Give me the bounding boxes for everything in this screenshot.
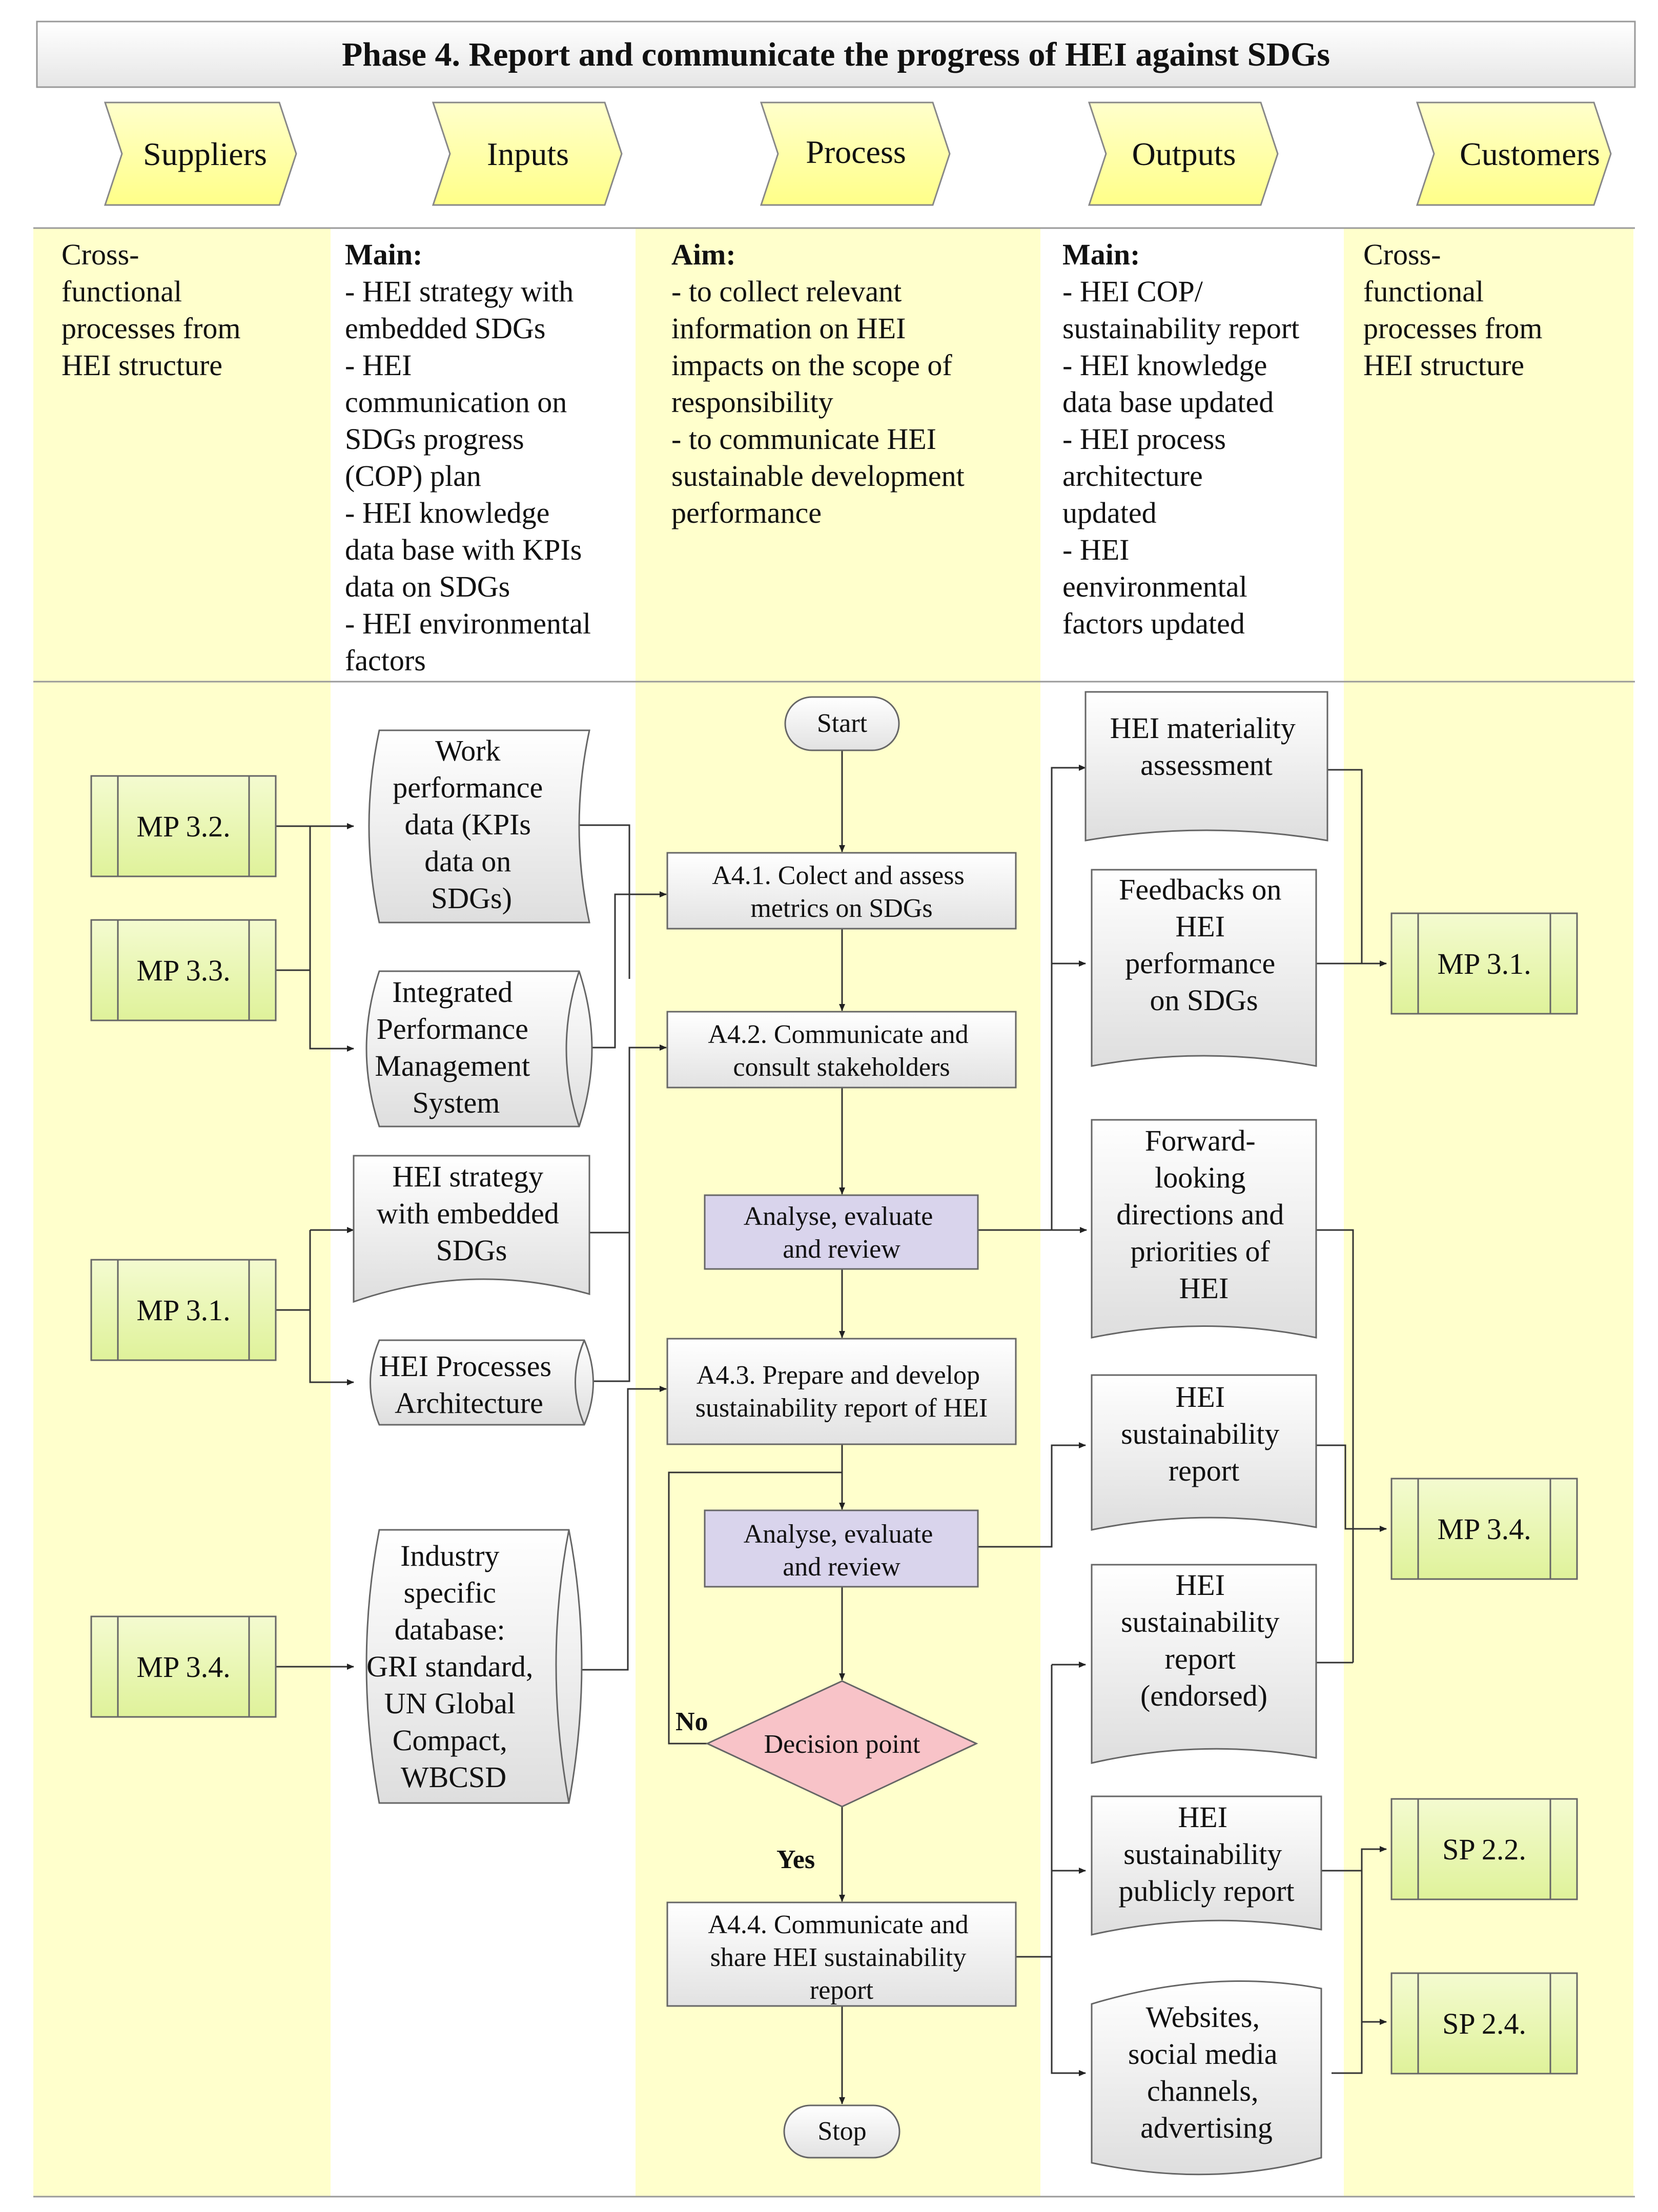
header-customers: Customers [1416,101,1612,206]
customer-mp-3-1-label: MP 3.1. [1437,947,1531,980]
supplier-mp-3-4-label: MP 3.4. [136,1650,230,1684]
supplier-mp-3-3: MP 3.3. [90,919,277,1021]
customer-sp-2-2-label: SP 2.2. [1442,1833,1526,1866]
input-work-performance: Work performance data (KPIs data on SDGs… [368,729,590,924]
svg-text:HEI Processes Architectu: HEI Processes Architecture [379,1349,559,1420]
svg-text:Analyse, evaluate and re: Analyse, evaluate and review [744,1202,940,1264]
header-inputs-label: Inputs [487,136,569,172]
step-a4-3: A4.3. Prepare and develop sustainability… [666,1338,1017,1445]
output-materiality: HEI materiality assessment [1084,691,1328,842]
svg-text:Feedbacks on HEI p: Feedbacks on HEI performance on SDGs [1119,873,1289,1017]
supplier-mp-3-2-label: MP 3.2. [136,810,230,843]
header-process: Process [760,101,951,206]
stop-terminal: Stop [783,2104,900,2159]
page-title: Phase 4. Report and communicate the prog… [342,36,1330,73]
customer-mp-3-1: MP 3.1. [1390,912,1578,1015]
output-websites: Websites, social media channels, adverti… [1091,1980,1322,2176]
svg-text:Start: Start [817,709,868,738]
inputs-description: Main: - HEI strategy with embedded SDGs … [345,238,598,677]
svg-text:Integrated Performance: Integrated Performance Management System [375,975,537,1119]
output-feedbacks: Feedbacks on HEI performance on SDGs [1091,869,1317,1067]
connectors [276,751,1387,2104]
suppliers-description: Cross- functional processes from HEI str… [62,238,248,382]
customer-mp-3-4-label: MP 3.4. [1437,1512,1531,1546]
svg-text:HEI sustainability: HEI sustainability report (endorsed) [1121,1568,1287,1712]
header-outputs-label: Outputs [1132,136,1236,172]
outputs-description: Main: - HEI COP/ sustainability report -… [1062,238,1307,640]
input-hei-processes: HEI Processes Architecture [370,1339,594,1426]
svg-text:Industry specific: Industry specific database: GRI standard… [366,1539,541,1794]
svg-text:Forward- looking d: Forward- looking directions and prioriti… [1116,1124,1291,1305]
start-terminal: Start [784,696,900,751]
svg-text:A4.3. Prepare and develop: A4.3. Prepare and develop sustainability… [695,1361,988,1423]
header-process-label: Process [806,134,906,170]
header-outputs: Outputs [1088,101,1279,206]
svg-text:HEI materiality assessme: HEI materiality assessment [1110,711,1303,782]
svg-text:Stop: Stop [817,2117,866,2146]
svg-text:HEI strategy with embedd: HEI strategy with embedded SDGs [377,1160,566,1267]
review-step-2: Analyse, evaluate and review [704,1509,979,1588]
supplier-mp-3-3-label: MP 3.3. [136,954,230,987]
svg-text:HEI sustainability: HEI sustainability publicly report [1118,1800,1294,1908]
input-ipms: Integrated Performance Management System [365,970,593,1128]
customers-description: Cross- functional processes from HEI str… [1363,238,1550,382]
process-description: Aim: - to collect relevant information o… [671,238,972,529]
supplier-mp-3-4: MP 3.4. [90,1615,277,1718]
header-suppliers: Suppliers [104,101,297,206]
output-publicly-report: HEI sustainability publicly report [1091,1795,1322,1936]
svg-text:A4.2. Communicate and co: A4.2. Communicate and consult stakeholde… [708,1020,975,1082]
output-forward-looking: Forward- looking directions and prioriti… [1091,1119,1317,1339]
input-industry-database: Industry specific database: GRI standard… [365,1529,583,1804]
step-a4-4: A4.4. Communicate and share HEI sustaina… [666,1901,1017,2007]
header-customers-label: Customers [1460,136,1600,172]
output-sustainability-report: HEI sustainability report [1091,1374,1317,1531]
yes-label: Yes [776,1845,815,1874]
customers-lane [1344,228,1633,2196]
no-label: No [676,1707,708,1736]
customer-sp-2-4: SP 2.4. [1390,1972,1578,2075]
output-report-endorsed: HEI sustainability report (endorsed) [1091,1564,1317,1764]
svg-text:A4.1. Colect and assess: A4.1. Colect and assess metrics on SDGs [712,861,971,923]
customer-sp-2-2: SP 2.2. [1390,1798,1578,1900]
supplier-mp-3-1-label: MP 3.1. [136,1294,230,1327]
review-step-1: Analyse, evaluate and review [704,1194,979,1270]
suppliers-lane [33,228,331,2196]
title-bar [36,21,1636,88]
input-hei-strategy: HEI strategy with embedded SDGs [353,1155,590,1303]
svg-text:Analyse, evaluate and re: Analyse, evaluate and review [744,1520,940,1582]
customer-sp-2-4-label: SP 2.4. [1442,2007,1526,2040]
header-suppliers-label: Suppliers [143,136,267,172]
supplier-mp-3-1: MP 3.1. [90,1259,277,1361]
step-a4-1: A4.1. Colect and assess metrics on SDGs [666,852,1017,930]
customer-mp-3-4: MP 3.4. [1390,1478,1578,1580]
svg-text:Websites, social media: Websites, social media channels, adverti… [1128,2000,1285,2144]
header-inputs: Inputs [432,101,623,206]
svg-text:HEI sustainability: HEI sustainability report [1121,1380,1287,1487]
decision-point: Decision point [705,1680,978,1808]
svg-text:Work performance d: Work performance data (KPIs data on SDGs… [393,734,550,915]
step-a4-2: A4.2. Communicate and consult stakeholde… [666,1011,1017,1089]
supplier-mp-3-2: MP 3.2. [90,775,277,877]
svg-text:Decision point: Decision point [764,1730,920,1759]
svg-text:A4.4. Communicate and sh: A4.4. Communicate and share HEI sustaina… [708,1910,975,2005]
